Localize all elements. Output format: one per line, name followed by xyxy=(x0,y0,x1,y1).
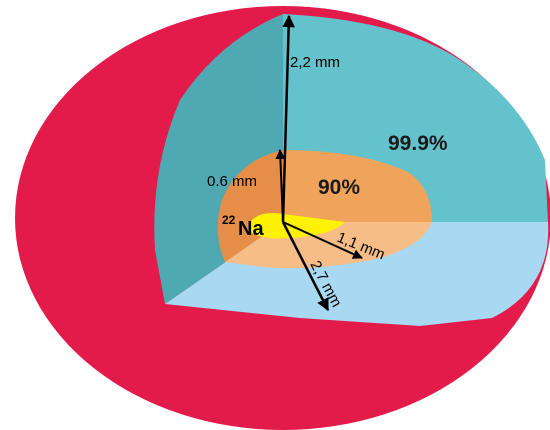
radius-arrow-2-2mm xyxy=(281,14,295,223)
isotope-mass-number: 22 xyxy=(222,213,236,227)
radius-label-2-2mm: 2,2 mm xyxy=(290,54,340,71)
radius-arrow-1-1mm xyxy=(282,221,363,259)
isotope-symbol: Na xyxy=(238,218,264,240)
radius-arrow-2-7mm xyxy=(281,221,330,312)
radius-arrow-0-6mm xyxy=(275,149,286,223)
orange-region-side xyxy=(217,150,283,262)
core-region xyxy=(250,213,345,239)
percent-label-teal: 99.9% xyxy=(388,132,448,155)
orange-region-back xyxy=(283,150,432,222)
percent-label-orange: 90% xyxy=(318,176,360,199)
radius-label-0-6mm: 0.6 mm xyxy=(207,173,257,190)
